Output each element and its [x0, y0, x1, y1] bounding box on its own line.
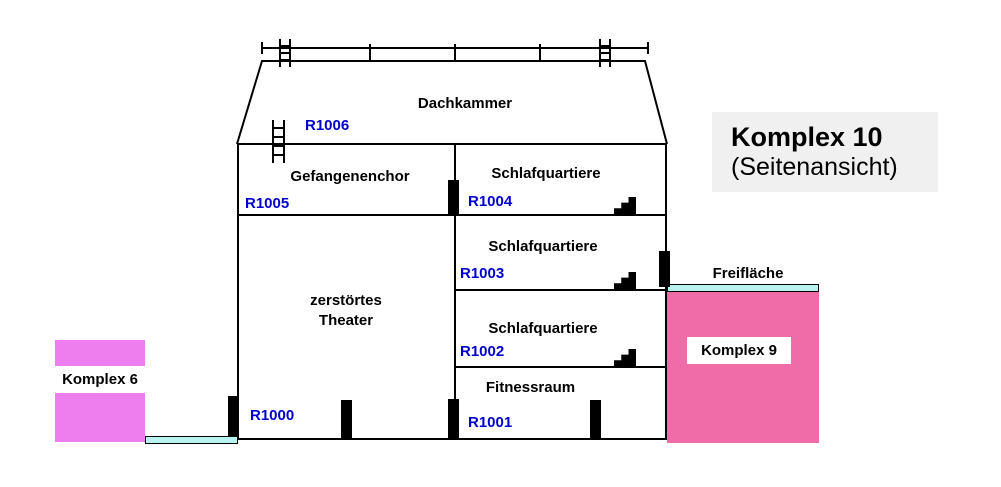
ladder-icon	[599, 39, 611, 67]
roof-railing	[261, 42, 649, 60]
room-id-r1000: R1000	[250, 407, 295, 424]
room-label-theater: zerstörtes Theater	[286, 291, 406, 331]
room-label-theater-line2: Theater	[318, 312, 374, 329]
room-id-r1002: R1002	[460, 343, 505, 360]
room-label-schlafquartiere-low: Schlafquartiere	[488, 320, 598, 337]
room-id-r1003: R1003	[460, 265, 505, 282]
ladder-icon	[279, 39, 291, 67]
page-title: Komplex 10	[731, 122, 883, 152]
room-id-r1005: R1005	[245, 195, 290, 212]
room-label-fitnessraum: Fitnessraum	[485, 379, 576, 396]
door-icon-theater	[341, 400, 352, 438]
komplex6-building: Komplex 6	[55, 340, 145, 442]
page-subtitle: (Seitenansicht)	[731, 153, 898, 181]
door-icon-r1001	[448, 399, 459, 438]
room-label-dachkammer: Dachkammer	[417, 95, 513, 112]
room-id-r1001: R1001	[468, 414, 513, 431]
room-id-r1004: R1004	[468, 193, 513, 210]
roof-outline	[236, 60, 668, 145]
room-label-gefangenenchor: Gefangenenchor	[290, 168, 410, 185]
komplex9-label: Komplex 9	[687, 337, 791, 364]
room-label-schlafquartiere-top: Schlafquartiere	[491, 165, 601, 182]
floor-line-middle	[456, 289, 667, 291]
door-icon-fitness-right	[590, 400, 601, 438]
walkway-komplex6	[145, 436, 238, 444]
door-icon-r1000	[228, 396, 239, 436]
room-label-theater-line1: zerstörtes	[310, 292, 382, 309]
door-icon-r1004	[448, 180, 459, 216]
komplex9-building: Komplex 9	[667, 292, 819, 443]
interior-wall-vertical	[454, 143, 456, 440]
door-icon-right-wall	[659, 251, 670, 287]
floor-line-lower	[456, 366, 667, 368]
room-label-schlafquartiere-mid: Schlafquartiere	[488, 238, 598, 255]
komplex9-roof-platform	[667, 284, 819, 292]
komplex6-label: Komplex 6	[55, 366, 145, 393]
building-outline	[237, 143, 667, 440]
freiflaeche-label: Freifläche	[712, 265, 784, 282]
room-id-r1006: R1006	[305, 117, 350, 134]
title-box: Komplex 10 (Seitenansicht)	[712, 112, 938, 192]
ladder-icon	[272, 120, 285, 163]
